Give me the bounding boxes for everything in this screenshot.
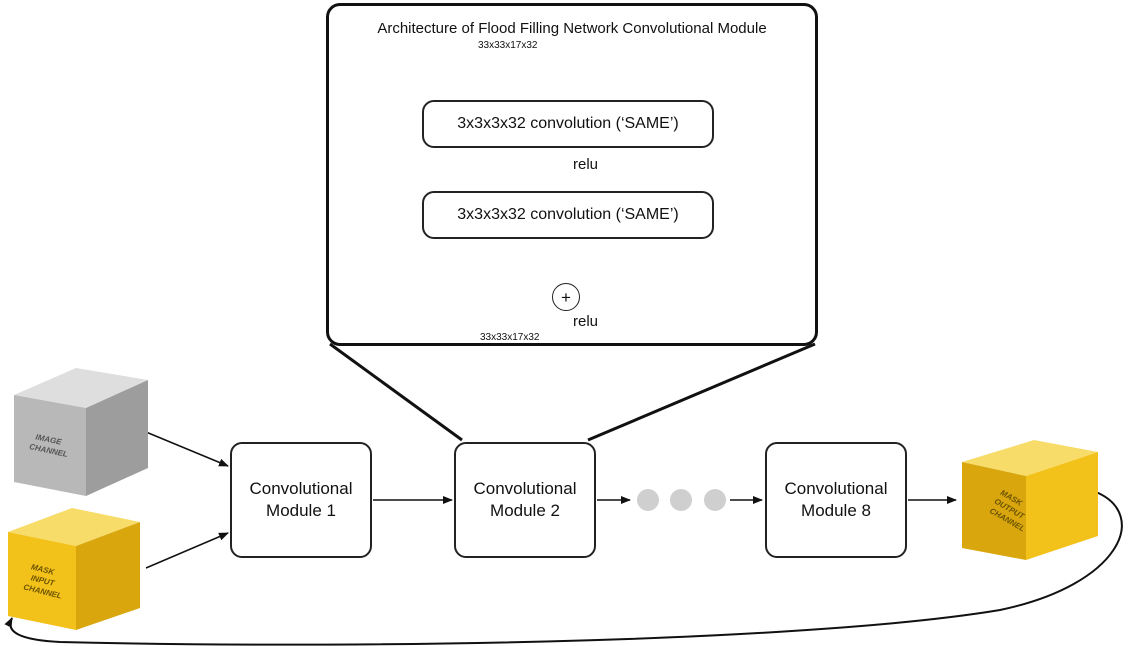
zoom-line-right xyxy=(587,342,816,442)
sum-node: + xyxy=(552,283,580,311)
module-8-line2: Module 8 xyxy=(801,501,871,520)
module-2-line1: Convolutional xyxy=(473,479,577,498)
feedback-loop-arrow xyxy=(4,491,1123,646)
module-8-line1: Convolutional xyxy=(784,479,888,498)
conv-module-8: Convolutional Module 8 xyxy=(765,442,907,558)
conv-block-1: 3x3x3x32 convolution (‘SAME’) xyxy=(422,100,714,148)
input-dims-label: 33x33x17x32 xyxy=(478,40,538,51)
conv-module-2: Convolutional Module 2 xyxy=(454,442,596,558)
module-2-line2: Module 2 xyxy=(490,501,560,520)
sum-symbol: + xyxy=(561,287,571,307)
ellipsis-dot xyxy=(704,489,726,511)
output-dims-label: 33x33x17x32 xyxy=(480,332,540,343)
conv-block-1-label: 3x3x3x32 convolution (‘SAME’) xyxy=(457,115,679,132)
relu-label-1: relu xyxy=(573,156,599,173)
relu-label-2: relu xyxy=(573,313,599,330)
conv-module-1: Convolutional Module 1 xyxy=(230,442,372,558)
panel-title: Architecture of Flood Filling Network Co… xyxy=(377,20,767,37)
arrow-image-to-module1 xyxy=(145,431,229,467)
ellipsis-dot xyxy=(670,489,692,511)
zoom-line-left xyxy=(329,342,463,442)
ellipsis-dot xyxy=(637,489,659,511)
arrow-mask-to-module1 xyxy=(145,532,229,569)
conv-block-2: 3x3x3x32 convolution (‘SAME’) xyxy=(422,191,714,239)
conv-block-2-label: 3x3x3x32 convolution (‘SAME’) xyxy=(457,206,679,223)
module-1-line2: Module 1 xyxy=(266,501,336,520)
module-1-line1: Convolutional xyxy=(249,479,353,498)
